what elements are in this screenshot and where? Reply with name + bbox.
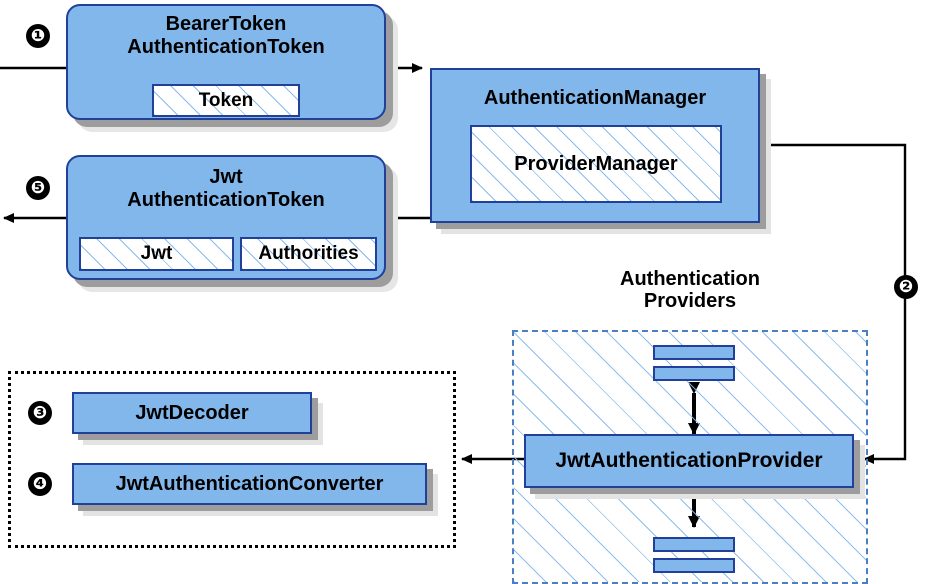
provider-stub-top-1	[653, 345, 735, 360]
providers-title-line2: Providers	[643, 290, 737, 312]
jwt-decoder-label: JwtDecoder	[135, 401, 249, 424]
jwt-token-title-line1: Jwt	[209, 166, 243, 188]
step-bullet-2: ❷	[894, 275, 918, 299]
field-token: Token	[152, 84, 300, 117]
field-provider-manager: ProviderManager	[470, 125, 722, 203]
step-bullet-5: ❺	[26, 176, 50, 200]
providers-title-line1: Authentication	[620, 268, 760, 290]
authentication-providers-title: Authentication Providers	[562, 268, 818, 312]
authentication-manager-title: AuthenticationManager	[483, 87, 707, 109]
field-jwt: Jwt	[79, 237, 234, 271]
provider-stub-bottom-2	[653, 558, 735, 573]
node-jwt-decoder[interactable]: JwtDecoder	[72, 392, 312, 434]
node-bearer-token-authentication-token[interactable]: BearerToken AuthenticationToken Token	[66, 4, 386, 120]
bearer-token-title-line2: AuthenticationToken	[127, 36, 325, 58]
provider-stub-bottom-1	[653, 537, 735, 552]
step-bullet-1: ❶	[26, 24, 50, 48]
jwt-authentication-provider-label: JwtAuthenticationProvider	[555, 449, 823, 472]
node-jwt-authentication-token[interactable]: Jwt AuthenticationToken Jwt Authorities	[66, 155, 386, 280]
field-authorities: Authorities	[240, 237, 377, 271]
jwt-authentication-converter-label: JwtAuthenticationConverter	[115, 472, 384, 495]
provider-stub-top-2	[653, 366, 735, 381]
connector-manager-to-provider	[760, 143, 907, 464]
jwt-token-title-line2: AuthenticationToken	[127, 189, 325, 211]
node-jwt-authentication-converter[interactable]: JwtAuthenticationConverter	[72, 463, 427, 505]
node-authentication-manager[interactable]: AuthenticationManager ProviderManager	[430, 68, 760, 223]
bearer-token-title-line1: BearerToken	[165, 13, 287, 35]
node-jwt-authentication-provider[interactable]: JwtAuthenticationProvider	[524, 434, 854, 488]
step-bullet-3: ❸	[28, 401, 52, 425]
step-bullet-4: ❹	[28, 472, 52, 496]
